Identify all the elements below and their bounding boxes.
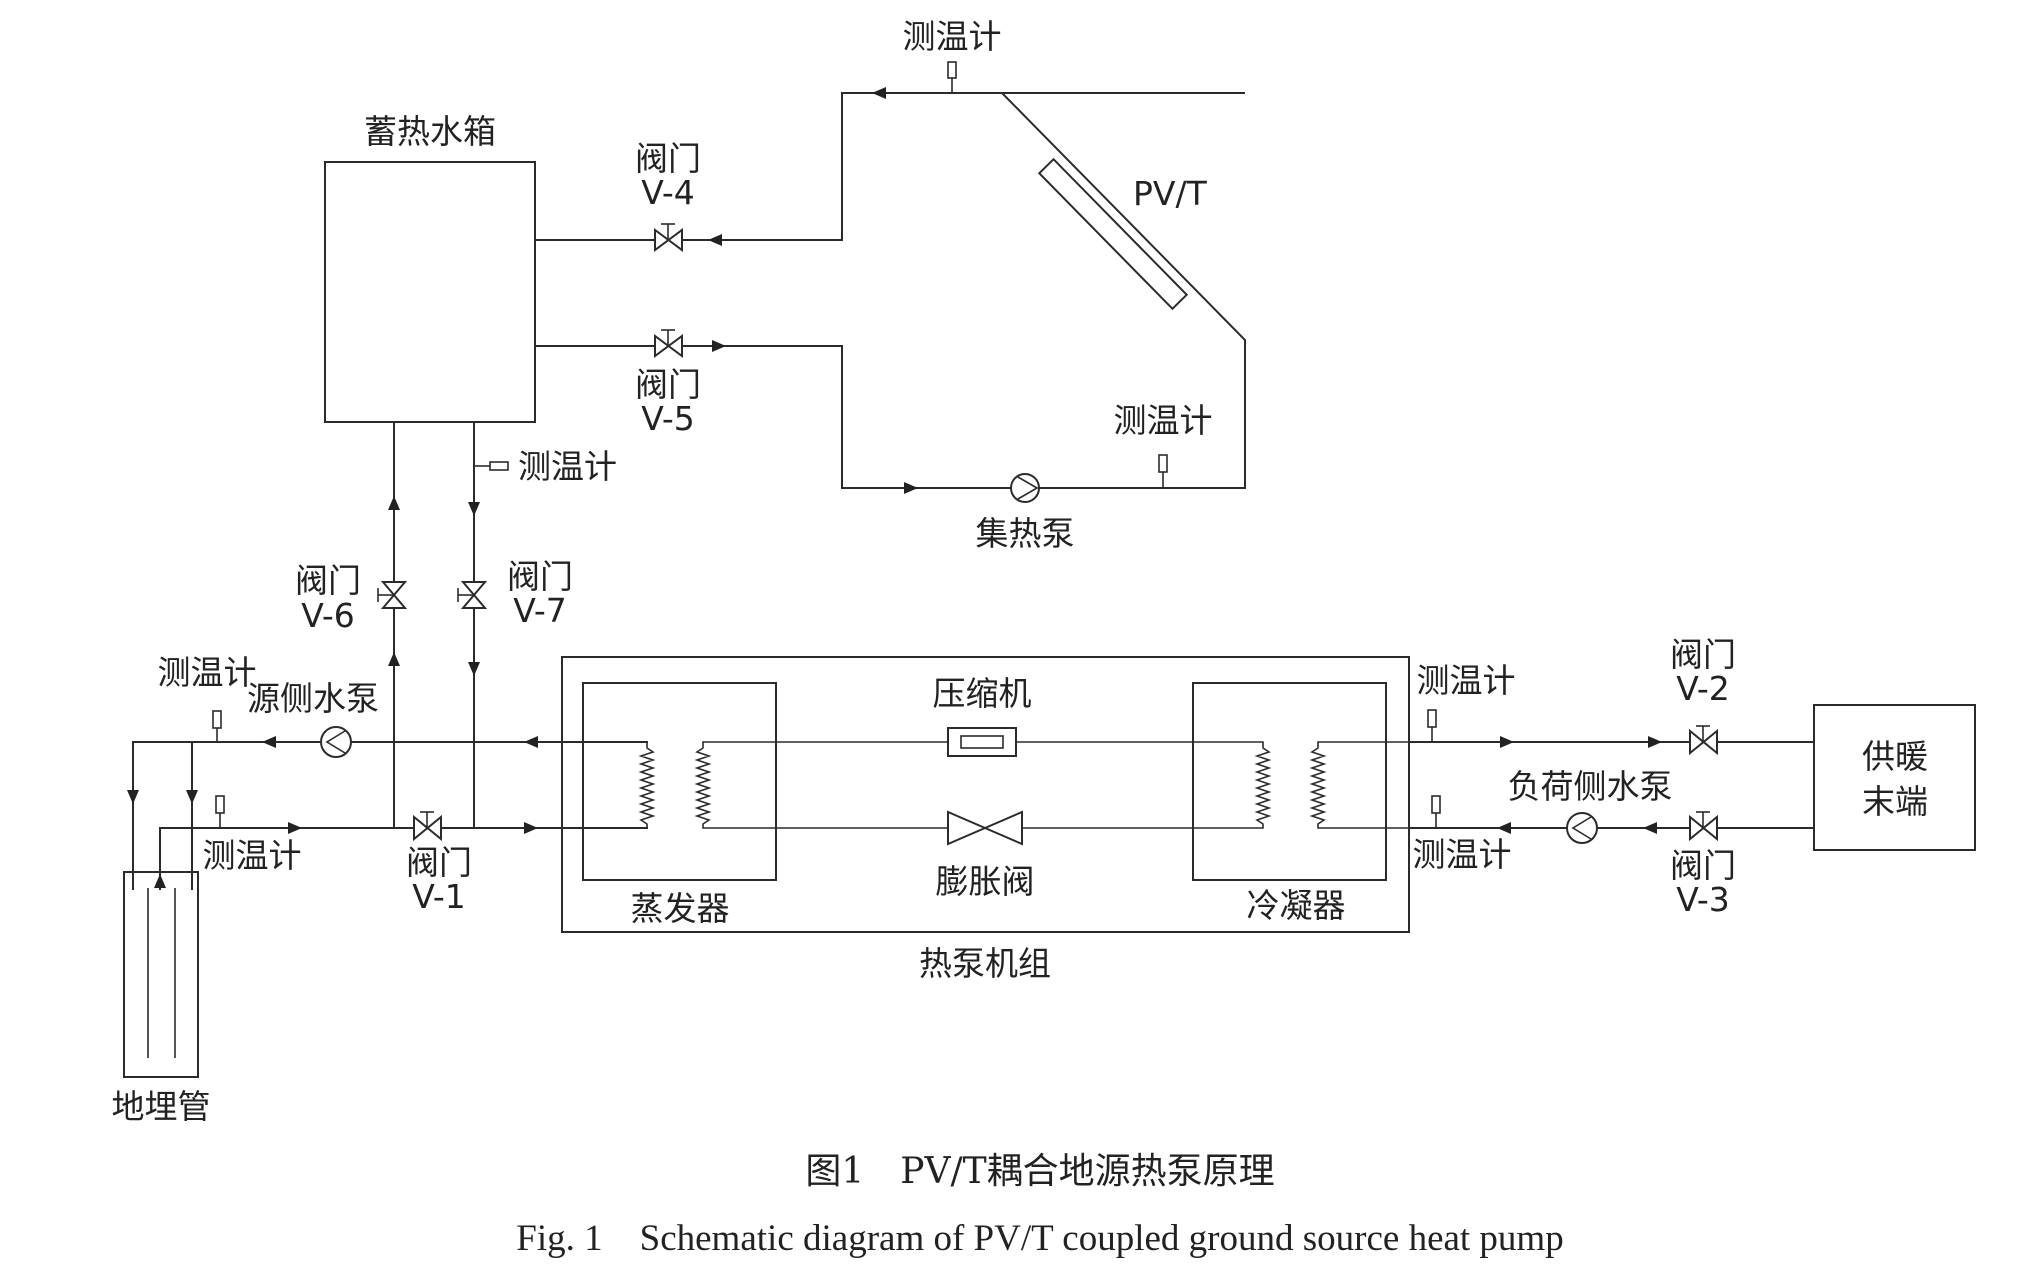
evaporator [582,682,777,881]
valve-v7-icon[interactable] [457,581,488,609]
flow-arrow [388,496,400,510]
thermometer-icon [947,61,957,93]
valve-v1-id: V-1 [412,877,466,916]
valve-v4-icon[interactable] [654,223,683,252]
pipe-pvt-supply [535,345,1000,489]
ground-pipe [123,871,199,1078]
evaporator-water-coil [562,741,656,829]
ground-pipe-label: 地埋管 [112,1087,211,1126]
flow-arrow [904,482,918,494]
thermometer-label-tank: 测温计 [518,447,617,486]
source-pump-label: 源侧水泵 [247,679,379,718]
thermometer-label-load-upper: 测温计 [1417,661,1516,700]
valve-v3-label: 阀门 [1670,846,1736,885]
flow-arrow [1643,822,1657,834]
condenser-water-coil [1309,741,1409,829]
flow-arrow [127,790,139,804]
expansion-valve-icon [947,810,1023,846]
thermometer-label-source-upper: 测温计 [158,653,257,692]
heating-terminal [1813,704,1976,851]
flow-arrow [524,822,538,834]
load-pump-icon[interactable] [1566,812,1598,844]
expansion-valve-label: 膨胀阀 [936,862,1035,901]
flow-arrow [872,87,886,99]
pvt-panel [1037,157,1189,311]
heat-pump-unit-label: 热泵机组 [919,944,1051,983]
compressor-icon [947,727,1017,757]
flow-arrow [186,790,198,804]
valve-v3-id: V-3 [1676,880,1730,919]
valve-v1-label: 阀门 [406,843,472,882]
collector-pump-label: 集热泵 [976,514,1075,553]
flow-arrow [288,822,302,834]
collector-pump-icon[interactable] [1010,473,1040,503]
valve-v4-id: V-4 [641,173,695,212]
pipe-source-lower [159,827,648,890]
thermometer-label-load-lower: 测温计 [1413,835,1512,874]
load-pump-label: 负荷侧水泵 [1508,767,1673,806]
condenser-label: 冷凝器 [1247,886,1346,925]
flow-arrow [708,234,722,246]
valve-v1-icon[interactable] [413,811,442,842]
pipe-source-upper [132,741,648,890]
thermometer-label-top: 测温计 [903,17,1002,56]
thermometer-label-source-lower: 测温计 [203,836,302,875]
flow-arrow [262,736,276,748]
thermometer-icon [1158,454,1168,488]
pipe-pvt-diagonal [1000,92,1246,489]
heating-terminal-label-line2: 末端 [1862,782,1928,821]
heating-terminal-label-line1: 供暖 [1862,737,1928,776]
valve-v7-label: 阀门 [507,557,573,596]
flow-arrow [468,502,480,516]
caption-english: Fig. 1 Schematic diagram of PV/T coupled… [516,1218,1563,1259]
valve-v5-icon[interactable] [654,329,683,358]
thermometer-icon [212,710,222,742]
flow-arrow [1648,736,1662,748]
caption-chinese: 图1 PV/T耦合地源热泵原理 [805,1151,1274,1192]
valve-v7-id: V-7 [513,591,567,630]
heat-pump-unit [561,656,1410,933]
thermometer-icon [1427,709,1437,742]
heat-storage-tank [324,161,536,423]
flow-arrow [388,652,400,666]
valve-v4-label: 阀门 [635,139,701,178]
pipe-pvt-return [535,92,1245,241]
flow-arrow [1497,822,1511,834]
flow-arrow [1500,736,1514,748]
tank-label: 蓄热水箱 [364,112,496,151]
pvt-label: PV/T [1133,174,1208,213]
flow-arrow [524,736,538,748]
flow-arrow [154,874,166,888]
valve-v2-icon[interactable] [1689,725,1718,756]
thermometer-icon [1431,795,1441,828]
thermometer-icon [474,461,509,471]
valve-v2-label: 阀门 [1670,635,1736,674]
valve-v5-id: V-5 [641,399,695,438]
valve-v2-id: V-2 [1676,669,1730,708]
condenser-refrigerant-coil [1016,741,1272,829]
valve-v6-label: 阀门 [295,561,361,600]
valve-v6-id: V-6 [301,596,355,635]
valve-v3-icon[interactable] [1689,811,1718,842]
flow-arrow [468,662,480,676]
condenser [1192,682,1387,881]
evaporator-refrigerant-coil [694,741,948,829]
valve-v5-label: 阀门 [635,365,701,404]
flow-arrow [712,340,726,352]
valve-v6-icon[interactable] [377,581,408,609]
thermometer-icon [215,795,225,828]
source-pump-icon[interactable] [320,726,352,758]
compressor-label: 压缩机 [933,674,1032,713]
evaporator-label: 蒸发器 [631,889,730,928]
thermometer-label-pvt: 测温计 [1114,401,1213,440]
